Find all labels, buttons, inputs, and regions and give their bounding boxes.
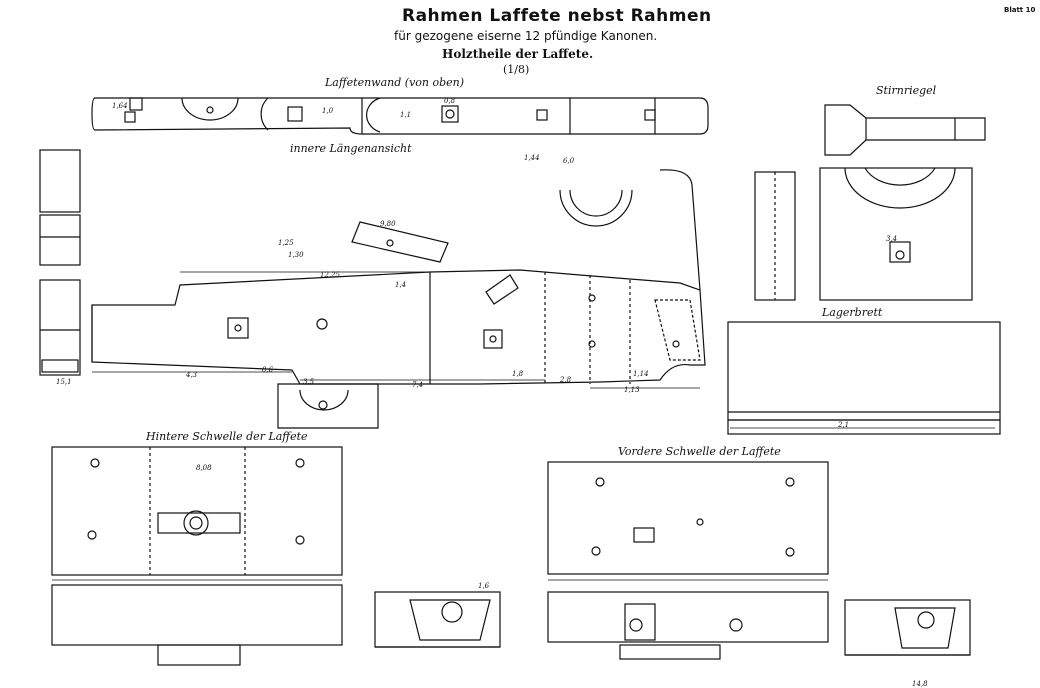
sheet-scale: (1/8) — [503, 63, 530, 76]
dim-label: 0,8 — [444, 97, 456, 105]
dim-label: 12,25 — [320, 271, 341, 279]
wall-top-view — [91, 97, 709, 135]
caption-wall-top-view: Laffetenwand (von oben) — [325, 76, 465, 89]
dimension-lines — [52, 271, 995, 581]
dim-label: 3,5 — [303, 378, 315, 386]
sheet-subtitle: für gezogene eiserne 12 pfündige Kanonen… — [394, 29, 658, 43]
dim-label: 1,8 — [512, 370, 524, 378]
wall-inner-elevation — [91, 169, 706, 429]
dim-label: 7,4 — [412, 381, 423, 389]
dim-label: 2,8 — [559, 376, 572, 384]
dim-label: 3,4 — [886, 235, 897, 243]
caption-stirnriegel: Stirnriegel — [876, 84, 937, 97]
dim-label: 8,08 — [196, 464, 212, 472]
stirnriegel-drawing — [824, 104, 986, 156]
plate-number: Blatt 10 — [1004, 6, 1036, 14]
rear-sill-plan — [51, 446, 343, 576]
dimension-labels: 1,64 1,0 1,1 0,8 1,25 1,30 9,80 12,25 1,… — [56, 97, 928, 688]
dim-label: 9,80 — [380, 220, 396, 228]
dim-label: 1,13 — [624, 386, 640, 394]
lagerbrett-drawing — [727, 321, 1001, 435]
caption-front-sill: Vordere Schwelle der Laffete — [618, 445, 781, 458]
dim-label: 2,1 — [837, 421, 849, 429]
left-end-sections — [39, 149, 81, 376]
caption-rear-sill: Hintere Schwelle der Laffete — [146, 430, 308, 443]
sheet-section-title: Holztheile der Laffete. — [442, 47, 594, 61]
dim-label: 1,64 — [112, 102, 128, 110]
dim-label: 1,14 — [633, 370, 649, 378]
dim-label: 1,44 — [524, 154, 540, 162]
right-block-views — [754, 167, 973, 301]
dim-label: 6,0 — [563, 157, 575, 165]
dim-label: 15,1 — [56, 378, 72, 386]
rear-sill-elevation — [51, 584, 501, 666]
caption-lagerbrett: Lagerbrett — [822, 306, 883, 319]
sheet-title: Rahmen Laffete nebst Rahmen — [402, 6, 712, 26]
front-sill-plan — [547, 461, 829, 575]
dim-label: 1,4 — [395, 281, 406, 289]
dim-label: 1,30 — [288, 251, 304, 259]
dim-label: 4,3 — [185, 371, 198, 379]
dim-label: 0,6 — [262, 366, 274, 374]
front-sill-elevation — [547, 591, 971, 660]
dim-label: 14,8 — [912, 680, 928, 688]
dim-label: 1,25 — [278, 239, 294, 247]
dim-label: 1,1 — [400, 111, 411, 119]
dim-label: 1,6 — [478, 582, 490, 590]
caption-wall-inner-view: innere Längenansicht — [290, 142, 412, 155]
dim-label: 1,0 — [322, 107, 334, 115]
